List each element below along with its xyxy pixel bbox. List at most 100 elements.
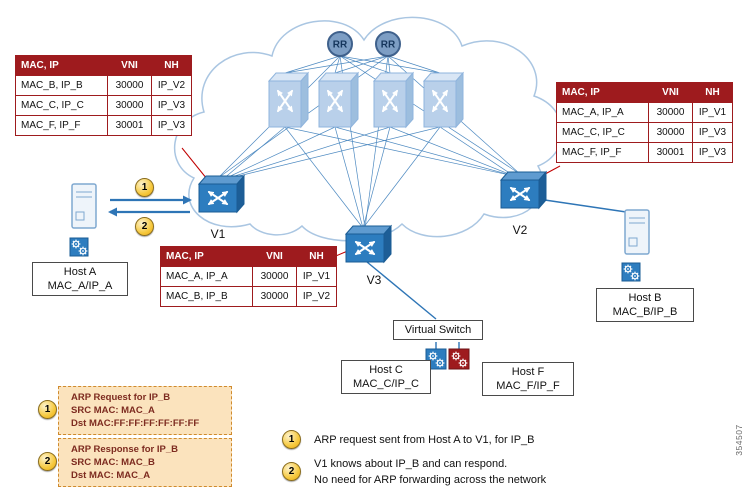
host-addr: MAC_C/IP_C — [352, 378, 420, 390]
step-number: 1 — [288, 434, 295, 445]
host-f-label-box: Host F MAC_F/IP_F — [482, 362, 574, 396]
cell: 30000 — [648, 122, 693, 143]
access-links — [366, 198, 634, 349]
table-row: MAC_F, IP_F 30001 IP_V3 — [15, 115, 192, 136]
host-name: Host C — [369, 364, 403, 376]
table-row: MAC_C, IP_C 30000 IP_V3 — [556, 122, 733, 143]
route-reflector-1-icon: RR — [327, 31, 353, 57]
host-b-server-icon — [624, 209, 650, 255]
table-row: MAC_B, IP_B 30000 IP_V2 — [15, 75, 192, 96]
table-row: MAC_A, IP_A 30000 IP_V1 — [160, 266, 337, 287]
cell: 30000 — [252, 286, 297, 307]
col-header: VNI — [252, 246, 297, 267]
v1-mac-table: MAC, IP VNI NH MAC_B, IP_B 30000 IP_V2 M… — [15, 55, 192, 136]
step-number: 2 — [288, 466, 295, 477]
cell: MAC_A, IP_A — [160, 266, 253, 287]
col-header: NH — [692, 82, 733, 103]
host-b-label-box: Host B MAC_B/IP_B — [596, 288, 694, 322]
vtep-v3-icon — [346, 226, 391, 262]
vtep-v1-icon — [199, 176, 244, 212]
callout-line: SRC MAC: MAC_A — [71, 405, 155, 416]
host-name: Host B — [628, 292, 662, 304]
callout-line: Dst MAC:FF:FF:FF:FF:FF:FF — [71, 418, 200, 429]
legend-note-1: ARP request sent from Host A to V1, for … — [314, 434, 535, 446]
table-row: MAC_C, IP_C 30000 IP_V3 — [15, 95, 192, 116]
callout-line: SRC MAC: MAC_B — [71, 457, 155, 468]
host-addr: MAC_B/IP_B — [612, 306, 678, 318]
cell: 30000 — [252, 266, 297, 287]
figure-id: 354507 — [734, 424, 744, 456]
step-number: 1 — [44, 404, 51, 415]
host-a-vm-icon — [69, 237, 89, 257]
legend-2-marker: 2 — [282, 462, 301, 481]
cell: 30000 — [107, 95, 152, 116]
cell: IP_V2 — [296, 286, 337, 307]
cell: MAC_C, IP_C — [556, 122, 649, 143]
legend-note-line: V1 knows about IP_B and can respond. — [314, 458, 508, 470]
arp-response-callout: ARP Response for IP_B SRC MAC: MAC_B Dst… — [58, 438, 232, 487]
legend-note-line: No need for ARP forwarding across the ne… — [314, 474, 547, 486]
cell: MAC_A, IP_A — [556, 102, 649, 123]
step-number: 2 — [141, 221, 148, 232]
table-row: MAC_B, IP_B 30000 IP_V2 — [160, 286, 337, 307]
vtep-v2-icon — [501, 172, 546, 208]
v3-mac-table: MAC, IP VNI NH MAC_A, IP_A 30000 IP_V1 M… — [160, 246, 337, 307]
col-header: MAC, IP — [15, 55, 108, 76]
host-f-vm-icon — [448, 348, 470, 370]
route-reflector-2-icon: RR — [375, 31, 401, 57]
cell: 30001 — [648, 142, 693, 163]
host-addr: MAC_F/IP_F — [496, 380, 560, 392]
col-header: VNI — [107, 55, 152, 76]
host-b-vm-icon — [621, 262, 641, 282]
step-number: 2 — [44, 456, 51, 467]
cell: MAC_F, IP_F — [15, 115, 108, 136]
host-name: Host A — [63, 266, 97, 278]
table-row: MAC_F, IP_F 30001 IP_V3 — [556, 142, 733, 163]
cell: IP_V3 — [151, 95, 192, 116]
col-header: NH — [296, 246, 337, 267]
host-a-server-icon — [71, 183, 97, 229]
virtual-switch-box: Virtual Switch — [393, 320, 483, 340]
col-header: VNI — [648, 82, 693, 103]
cell: MAC_B, IP_B — [15, 75, 108, 96]
cell: 30001 — [107, 115, 152, 136]
callout-1-marker: 1 — [38, 400, 57, 419]
col-header: NH — [151, 55, 192, 76]
v2-label: V2 — [513, 223, 528, 237]
legend-note-2: V1 knows about IP_B and can respond. No … — [314, 456, 546, 488]
host-c-label-box: Host C MAC_C/IP_C — [341, 360, 431, 394]
rr2-label: RR — [381, 40, 396, 51]
cell: IP_V2 — [151, 75, 192, 96]
spine-switch-icon — [374, 73, 413, 127]
callout-line: Dst MAC: MAC_A — [71, 470, 151, 481]
v1-label: V1 — [211, 227, 226, 241]
arp-arrows — [108, 195, 192, 217]
callout-2-marker: 2 — [38, 452, 57, 471]
callout-line: ARP Request for IP_B — [71, 392, 171, 403]
callout-line: ARP Response for IP_B — [71, 444, 178, 455]
v3-label: V3 — [367, 273, 382, 287]
cell: 30000 — [648, 102, 693, 123]
step-1-marker: 1 — [135, 178, 154, 197]
cell: IP_V3 — [692, 122, 733, 143]
cell: IP_V1 — [692, 102, 733, 123]
arp-request-callout: ARP Request for IP_B SRC MAC: MAC_A Dst … — [58, 386, 232, 435]
cell: 30000 — [107, 75, 152, 96]
fabric-cloud — [173, 16, 563, 242]
cell: IP_V1 — [296, 266, 337, 287]
rr1-label: RR — [333, 40, 348, 51]
step-number: 1 — [141, 182, 148, 193]
spine-switch-icon — [424, 73, 463, 127]
cell: MAC_B, IP_B — [160, 286, 253, 307]
host-addr: MAC_A/IP_A — [47, 280, 113, 292]
spine-switch-icon — [269, 73, 308, 127]
col-header: MAC, IP — [556, 82, 649, 103]
cell: MAC_F, IP_F — [556, 142, 649, 163]
step-2-marker: 2 — [135, 217, 154, 236]
cell: IP_V3 — [692, 142, 733, 163]
table-row: MAC_A, IP_A 30000 IP_V1 — [556, 102, 733, 123]
host-name: Host F — [511, 366, 545, 378]
cell: IP_V3 — [151, 115, 192, 136]
